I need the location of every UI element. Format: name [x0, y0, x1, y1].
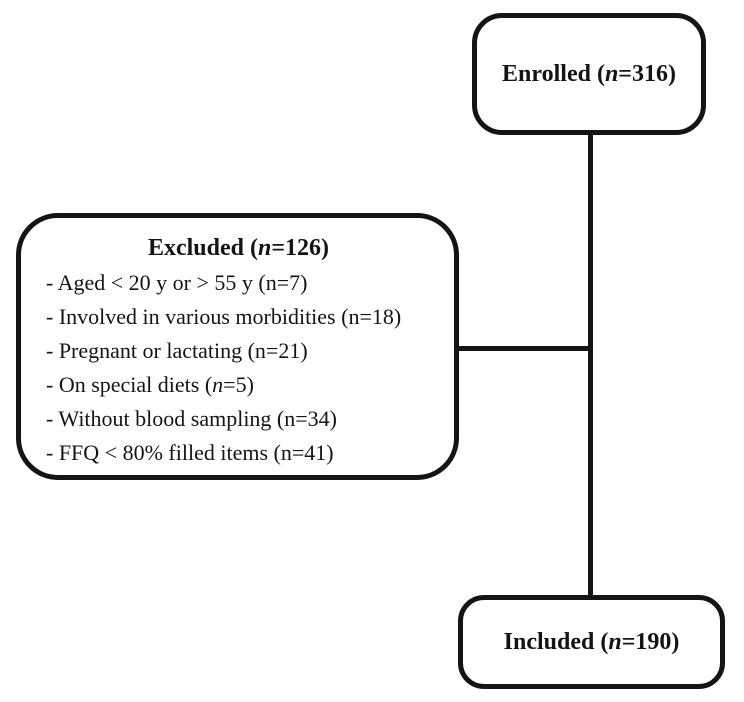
included-label-n: n: [608, 628, 622, 655]
enrolled-label: Enrolled (n=316): [502, 61, 676, 88]
excluded-item-post: =5): [223, 372, 254, 397]
horizontal-connector-line: [455, 346, 591, 351]
excluded-item-text: - Involved in various morbidities (n=18): [46, 304, 402, 329]
excluded-title-pre: Excluded (: [147, 235, 258, 261]
excluded-item-pregnant: - Pregnant or lactating (n=21): [33, 334, 444, 368]
excluded-item-text: - Without blood sampling (n=34): [46, 406, 337, 431]
excluded-box: Excluded (n=126) - Aged < 20 y or > 55 y…: [16, 213, 459, 480]
excluded-title: Excluded (n=126): [33, 231, 444, 265]
excluded-title-n: n: [257, 235, 272, 261]
excluded-item-text: - FFQ < 80% filled items (n=41): [46, 440, 334, 465]
excluded-item-n: n: [212, 372, 224, 397]
excluded-item-morbidities: - Involved in various morbidities (n=18): [33, 300, 444, 334]
enrolled-label-post: =316): [618, 60, 676, 87]
excluded-item-blood-sampling: - Without blood sampling (n=34): [33, 402, 444, 436]
included-label-pre: Included (: [503, 628, 609, 655]
excluded-item-text: - Aged < 20 y or > 55 y (n=7): [46, 270, 308, 295]
excluded-item-text: - On special diets (: [46, 372, 213, 397]
excluded-item-diets: - On special diets (n=5): [33, 368, 444, 402]
excluded-item-ffq: - FFQ < 80% filled items (n=41): [33, 436, 444, 470]
excluded-title-post: =126): [271, 235, 330, 261]
enrolled-label-n: n: [604, 60, 619, 87]
included-box: Included (n=190): [458, 595, 725, 689]
included-label-post: =190): [621, 628, 680, 655]
vertical-connector-line: [588, 133, 593, 597]
excluded-item-aged: - Aged < 20 y or > 55 y (n=7): [33, 266, 444, 300]
included-label: Included (n=190): [504, 629, 680, 656]
enrolled-label-pre: Enrolled (: [502, 60, 605, 87]
enrolled-box: Enrolled (n=316): [472, 13, 706, 135]
excluded-item-text: - Pregnant or lactating (n=21): [46, 338, 308, 363]
